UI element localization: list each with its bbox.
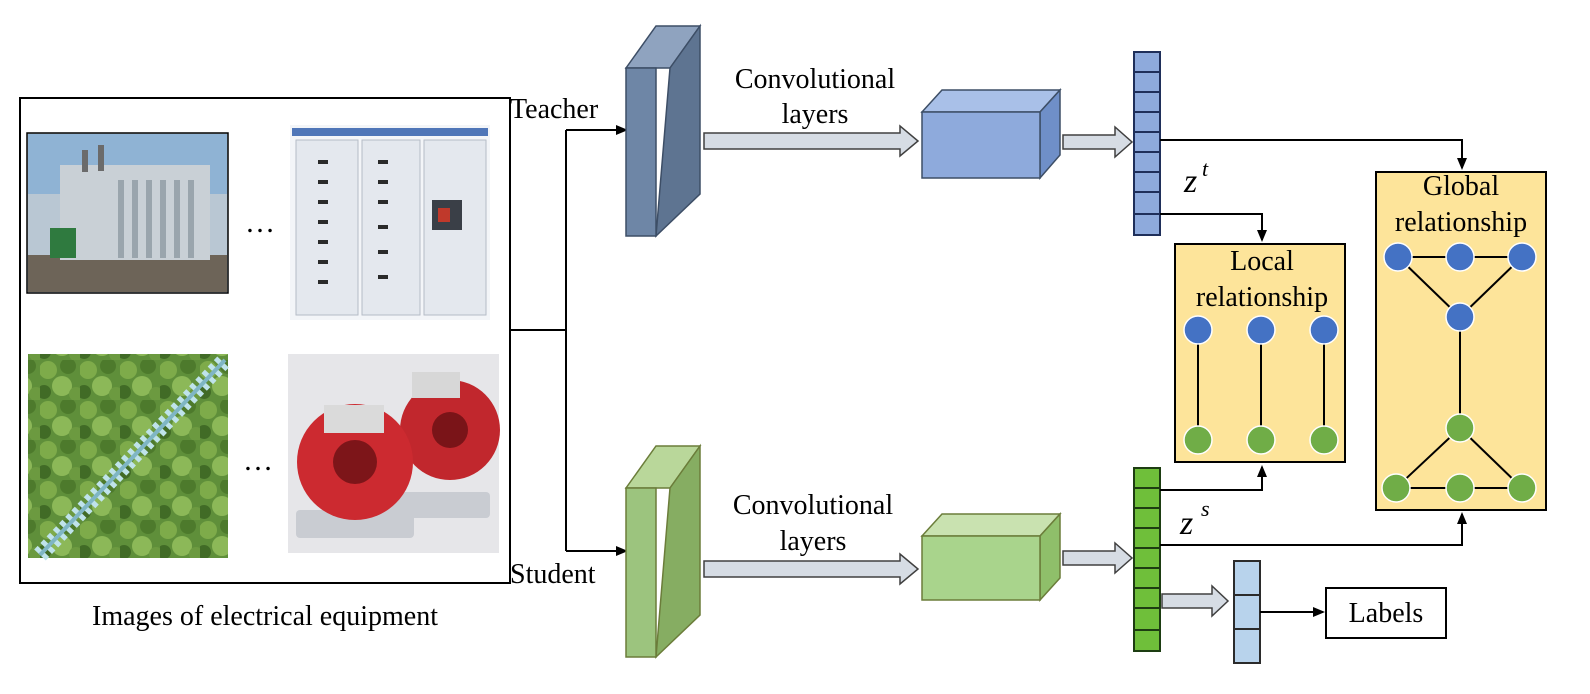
local-teacher-node — [1183, 315, 1213, 345]
svg-text:t: t — [1202, 156, 1209, 181]
teacher-fc-arrow — [1062, 125, 1134, 159]
relation-connectors — [1160, 139, 1467, 546]
student-label: Student — [510, 559, 596, 590]
input-image-panel: … … — [19, 97, 511, 632]
local-teacher-node — [1309, 315, 1339, 345]
global-relationship-panel: Global relationship — [1375, 171, 1547, 511]
teacher-conv-arrow — [703, 124, 920, 158]
ellipsis-bottom: … — [243, 444, 273, 477]
ellipsis-top: … — [245, 206, 275, 239]
local-student-node — [1183, 425, 1213, 455]
student-conv-arrow — [703, 552, 920, 586]
student-feature-vector — [1133, 467, 1161, 652]
global-title-line2: relationship — [1395, 207, 1527, 238]
student-fc-arrow — [1062, 541, 1134, 575]
student-conv-label-line1: Convolutional — [733, 490, 893, 521]
local-teacher-node — [1246, 315, 1276, 345]
global-teacher-node — [1507, 242, 1537, 272]
teacher-conv-label-line2: layers — [782, 99, 849, 130]
branch-connector — [510, 125, 628, 556]
local-title-line1: Local — [1230, 246, 1294, 277]
current-transformer-photo — [288, 354, 500, 553]
global-student-node — [1507, 473, 1537, 503]
labels-box — [1325, 587, 1447, 639]
svg-text:s: s — [1201, 496, 1210, 521]
input-panel-caption: Images of electrical equipment — [92, 601, 438, 632]
svg-text:z: z — [1179, 505, 1193, 542]
local-title-line2: relationship — [1196, 282, 1328, 313]
teacher-feature-vector — [1133, 51, 1161, 236]
student-conv-label-line2: layers — [780, 526, 847, 557]
student-feature-symbol: z s — [1179, 496, 1210, 542]
teacher-input-slab — [624, 23, 702, 238]
global-teacher-node — [1445, 242, 1475, 272]
global-teacher-node — [1383, 242, 1413, 272]
local-relationship-panel: Local relationship — [1174, 243, 1346, 463]
global-student-node — [1381, 473, 1411, 503]
student-head-arrow — [1161, 584, 1230, 618]
teacher-conv-label-line1: Convolutional — [735, 64, 895, 95]
insulator-string-photo — [28, 354, 231, 561]
global-title-line1: Global — [1423, 171, 1499, 202]
student-feature-block — [920, 512, 1062, 602]
labels-text: Labels — [1349, 598, 1424, 629]
teacher-label: Teacher — [510, 94, 599, 125]
svg-text:z: z — [1183, 163, 1197, 200]
global-teacher-node — [1445, 302, 1475, 332]
local-student-node — [1246, 425, 1276, 455]
local-student-node — [1309, 425, 1339, 455]
switchgear-cabinet-photo — [290, 125, 490, 320]
teacher-feature-block — [920, 88, 1062, 181]
global-student-node — [1445, 473, 1475, 503]
global-student-node — [1445, 413, 1475, 443]
teacher-feature-symbol: z t — [1183, 156, 1209, 200]
student-input-slab — [624, 443, 702, 659]
student-output-vector — [1233, 560, 1261, 664]
transformer-photo — [26, 132, 229, 294]
